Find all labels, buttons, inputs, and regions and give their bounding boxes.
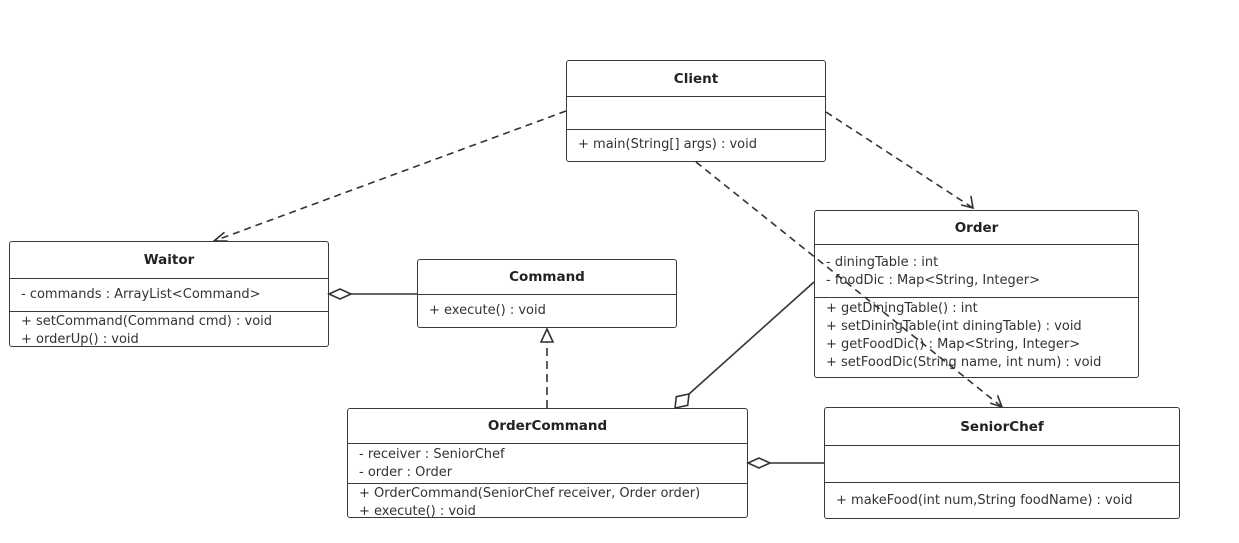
class-methods: + OrderCommand(SeniorChef receiver, Orde… (348, 484, 747, 518)
dependency-client-order[interactable] (825, 111, 974, 209)
dependency-client-waiter[interactable] (213, 110, 567, 242)
arrowhead-open (211, 231, 228, 242)
class-attribute: - foodDic : Map<String, Integer> (826, 273, 1041, 288)
arrowhead-open (960, 195, 975, 210)
class-name: Command (418, 260, 676, 295)
class-order-command[interactable]: OrderCommand - receiver : SeniorChef - or… (347, 408, 748, 518)
class-attribute: - receiver : SeniorChef (359, 447, 505, 462)
class-command[interactable]: Command + execute() : void (417, 259, 677, 328)
class-attributes (825, 446, 1179, 483)
class-method: + main(String[] args) : void (578, 137, 757, 152)
class-method: + setCommand(Command cmd) : void (21, 314, 273, 329)
class-name: SeniorChef (825, 408, 1179, 446)
class-attributes: - receiver : SeniorChef - order : Order (348, 444, 747, 484)
class-methods: + setCommand(Command cmd) : void + orderU… (10, 312, 328, 347)
realization-triangle (539, 327, 555, 343)
class-method: + getFoodDic() : Map<String, Integer> (826, 337, 1081, 352)
class-method: + setFoodDic(String name, int num) : voi… (826, 355, 1102, 370)
class-method: + OrderCommand(SeniorChef receiver, Orde… (359, 486, 701, 501)
class-attribute: - commands : ArrayList<Command> (21, 287, 261, 302)
arrowhead-open (989, 395, 1004, 409)
aggregation-diamond (674, 392, 690, 410)
class-method: + makeFood(int num,String foodName) : vo… (836, 493, 1133, 508)
aggregation-diamond (327, 288, 353, 300)
class-method: + getDiningTable() : int (826, 301, 978, 316)
class-name: OrderCommand (348, 409, 747, 444)
class-methods: + execute() : void (418, 295, 676, 320)
class-methods: + getDiningTable() : int + setDiningTable… (815, 298, 1138, 372)
class-name: Waitor (10, 242, 328, 279)
class-attributes: - diningTable : int - foodDic : Map<Strin… (815, 245, 1138, 298)
class-name: Client (567, 61, 825, 97)
class-method: + setDiningTable(int diningTable) : void (826, 319, 1082, 334)
class-method: + orderUp() : void (21, 332, 139, 347)
class-name: Order (815, 211, 1138, 245)
class-methods: + makeFood(int num,String foodName) : vo… (825, 483, 1179, 510)
class-attributes: - commands : ArrayList<Command> (10, 279, 328, 312)
class-attribute: - order : Order (359, 465, 453, 480)
class-attributes (567, 97, 825, 130)
aggregation-ordercommand-order[interactable] (688, 281, 815, 395)
aggregation-diamond (746, 457, 772, 469)
class-methods: + main(String[] args) : void (567, 130, 825, 154)
class-waiter[interactable]: Waitor - commands : ArrayList<Command> +… (9, 241, 329, 347)
class-client[interactable]: Client + main(String[] args) : void (566, 60, 826, 162)
class-order[interactable]: Order - diningTable : int - foodDic : Map… (814, 210, 1139, 378)
class-senior-chef[interactable]: SeniorChef + makeFood(int num,String foo… (824, 407, 1180, 519)
class-attribute: - diningTable : int (826, 255, 939, 270)
class-method: + execute() : void (429, 303, 546, 318)
class-method: + execute() : void (359, 504, 476, 518)
